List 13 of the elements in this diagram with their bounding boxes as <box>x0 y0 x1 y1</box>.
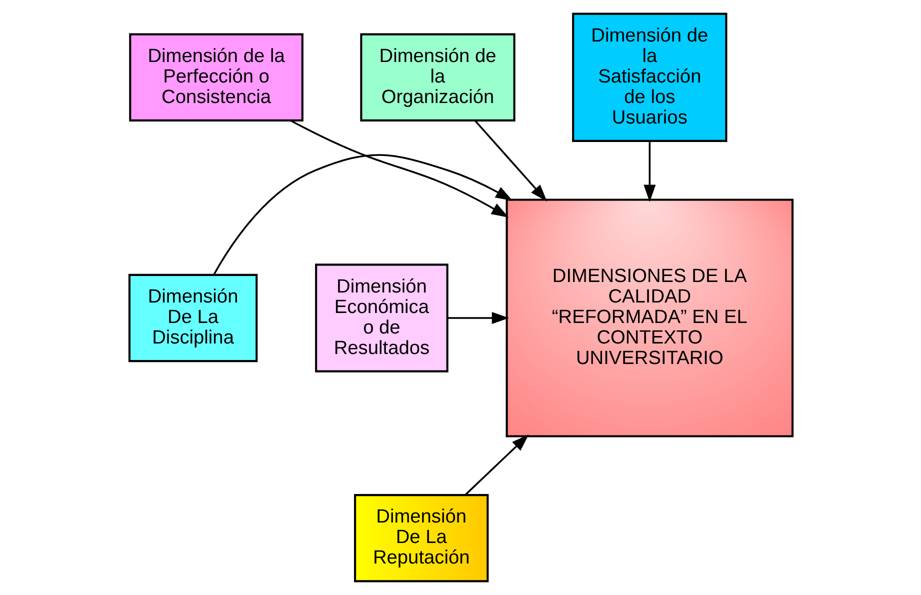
node-box: Dimensión de la Perfección o Consistencia <box>128 33 303 122</box>
arrow <box>289 120 508 218</box>
arrow <box>212 154 512 276</box>
node-box: Dimensión de la Organización <box>360 33 515 122</box>
node-box: Dimensión de la Satisfacción de los Usuarios <box>572 12 727 142</box>
node-box: Dimensión De La Disciplina <box>128 274 258 362</box>
arrow <box>464 434 528 496</box>
arrow <box>474 120 547 202</box>
arrow <box>447 312 509 324</box>
arrow <box>643 141 656 202</box>
node-box: Dimensión Económica o de Resultados <box>314 264 448 372</box>
node-box: DIMENSIONES DE LA CALIDAD “REFORMADA” EN EL CONTEXTO UNIVERSITARIO <box>505 198 794 438</box>
node-box: Dimensión De La Reputación <box>354 494 488 582</box>
